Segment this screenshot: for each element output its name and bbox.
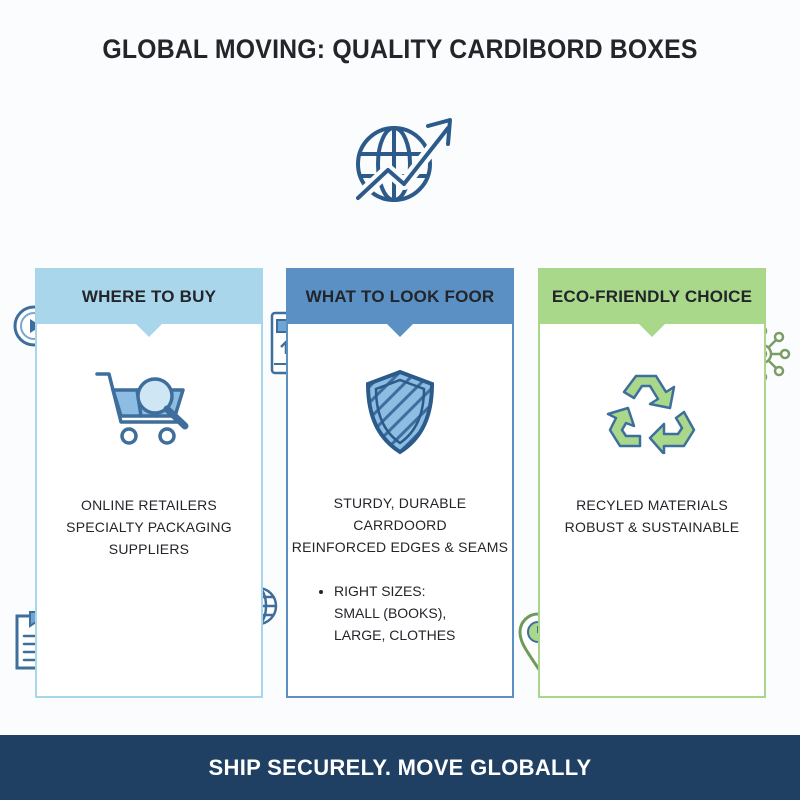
shield-icon [365,369,435,455]
card-line: RECYLED MATERIALS [576,497,728,513]
card-heading: ECO-FRIENDLY CHOICE [551,287,753,306]
footer-banner: SHIP SECURELY. MOVE GLOBALLY [0,735,800,800]
card-line: STURDY, DURABLE [333,495,467,511]
bullet-list: RIGHT SIZES: SMALL (BOOKS), LARGE, CLOTH… [316,580,455,646]
card-line: REINFORCED EDGES & SEAMS [291,539,509,555]
card-where-to-buy: WHERE TO BUY ONLINE RETAILERS SPECIALTY … [35,268,263,698]
card-heading: WHAT TO LOOK FOOR [305,287,495,306]
card-heading: WHERE TO BUY [81,287,217,306]
card-what-to-look-for: WHAT TO LOOK FOOR STURDY, DURABLE CARRDO… [286,268,514,698]
shopping-cart-search-icon [95,372,189,445]
card-eco-friendly-choice: ECO-FRIENDLY CHOICE RECYLED MATERIALS RO… [538,268,766,698]
card-header: ECO-FRIENDLY CHOICE [540,270,764,337]
footer-tagline: SHIP SECURELY. MOVE GLOBALLY [208,754,592,780]
bullet-line: SMALL (BOOKS), [334,605,447,621]
card-header: WHAT TO LOOK FOOR [288,270,512,337]
globe-trend-arrow-icon [352,118,454,204]
bullet-line: LARGE, CLOTHES [334,627,456,643]
card-line: ONLINE RETAILERS [81,497,217,513]
card-line: SPECIALTY PACKAGING SUPPLIERS [66,519,232,557]
card-line: ROBUST & SUSTAINABLE [564,519,740,535]
bullet-item: RIGHT SIZES: SMALL (BOOKS), LARGE, CLOTH… [334,580,455,646]
bullet-line: RIGHT SIZES: [334,583,426,599]
recycle-icon [606,374,696,454]
card-line: CARRDOORD [353,517,447,533]
page-title: GLOBAL MOVING: QUALITY CARDlBORD BOXES [102,34,698,64]
card-header: WHERE TO BUY [37,270,261,337]
